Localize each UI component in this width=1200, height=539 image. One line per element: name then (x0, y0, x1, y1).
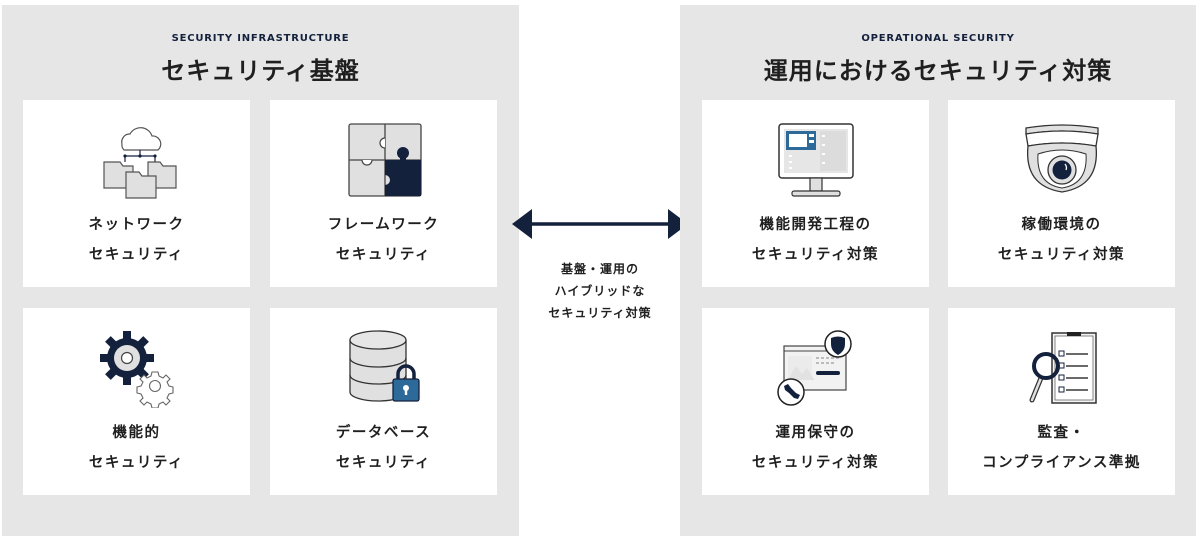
card-label: フレームワーク セキュリティ (270, 210, 497, 270)
panel-eyebrow: SECURITY INFRASTRUCTURE (171, 33, 350, 44)
card-label-line2: セキュリティ (88, 247, 185, 263)
card-functional-security: 機能的 セキュリティ (23, 308, 250, 495)
security-infrastructure-panel: SECURITY INFRASTRUCTURE セキュリティ基盤 ネットワーク … (2, 5, 519, 536)
security-camera-icon (948, 122, 1175, 200)
card-label-line2: セキュリティ (335, 247, 432, 263)
card-label-line2: セキュリティ対策 (751, 247, 880, 263)
card-label-line2: セキュリティ対策 (751, 455, 880, 471)
card-label-line1: フレームワーク (327, 217, 440, 233)
double-arrow-icon (512, 209, 688, 239)
audit-checklist-magnifier-icon (948, 330, 1175, 408)
connector-line3: セキュリティ対策 (548, 306, 652, 320)
card-label-line2: セキュリティ対策 (997, 247, 1126, 263)
hybrid-connector-label: 基盤・運用の ハイブリッドな セキュリティ対策 (510, 258, 690, 324)
panel-eyebrow: OPERATIONAL SECURITY (861, 33, 1015, 44)
card-label: 監査・ コンプライアンス準拠 (948, 418, 1175, 478)
card-framework-security: フレームワーク セキュリティ (270, 100, 497, 287)
card-label: 機能開発工程の セキュリティ対策 (702, 210, 929, 270)
card-label-line1: 監査・ (1037, 425, 1086, 441)
card-dev-process-security: 機能開発工程の セキュリティ対策 (702, 100, 929, 287)
hybrid-connector (510, 205, 690, 245)
card-label-line1: 機能的 (112, 425, 161, 441)
cloud-network-folders-icon (23, 122, 250, 200)
card-label: 稼働環境の セキュリティ対策 (948, 210, 1175, 270)
connector-line2: ハイブリッドな (554, 284, 646, 298)
puzzle-icon (270, 122, 497, 200)
card-maintenance-security: 運用保守の セキュリティ対策 (702, 308, 929, 495)
card-network-security: ネットワーク セキュリティ (23, 100, 250, 287)
card-label-line2: セキュリティ (88, 455, 185, 471)
card-label-line1: 稼働環境の (1021, 217, 1102, 233)
monitor-icon (702, 122, 929, 200)
card-label: 機能的 セキュリティ (23, 418, 250, 478)
database-lock-icon (270, 330, 497, 408)
card-label-line1: ネットワーク (88, 217, 185, 233)
panel-title: 運用におけるセキュリティ対策 (763, 57, 1113, 85)
card-label: 運用保守の セキュリティ対策 (702, 418, 929, 478)
card-label: ネットワーク セキュリティ (23, 210, 250, 270)
card-label-line2: セキュリティ (335, 455, 432, 471)
card-runtime-security: 稼働環境の セキュリティ対策 (948, 100, 1175, 287)
panel-title: セキュリティ基盤 (161, 57, 360, 85)
card-label-line1: データベース (335, 425, 432, 441)
gears-icon (23, 330, 250, 408)
card-audit-compliance: 監査・ コンプライアンス準拠 (948, 308, 1175, 495)
card-label-line2: コンプライアンス準拠 (982, 455, 1141, 471)
operational-security-panel: OPERATIONAL SECURITY 運用におけるセキュリティ対策 機能開発… (680, 5, 1196, 536)
maintenance-shield-wrench-icon (702, 330, 929, 408)
card-label-line1: 運用保守の (775, 425, 856, 441)
card-label-line1: 機能開発工程の (759, 217, 872, 233)
card-database-security: データベース セキュリティ (270, 308, 497, 495)
connector-line1: 基盤・運用の (560, 262, 639, 276)
card-label: データベース セキュリティ (270, 418, 497, 478)
